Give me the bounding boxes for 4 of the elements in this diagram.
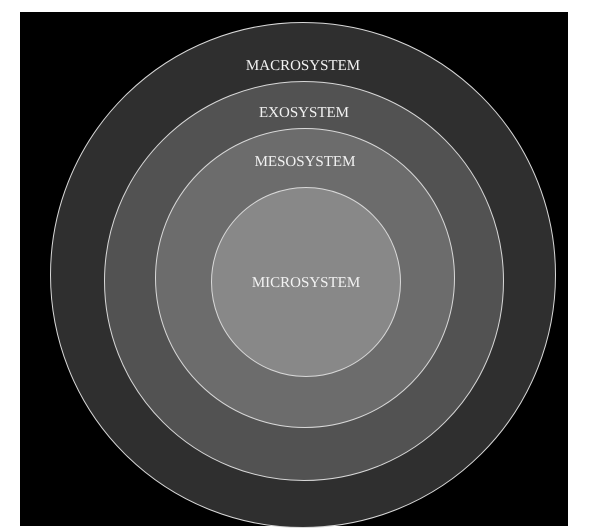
ring-label: EXOSYSTEM: [259, 104, 349, 122]
ring-label: MICROSYSTEM: [252, 274, 360, 292]
ring-label: MACROSYSTEM: [246, 57, 360, 75]
ring-label: MESOSYSTEM: [254, 153, 356, 171]
